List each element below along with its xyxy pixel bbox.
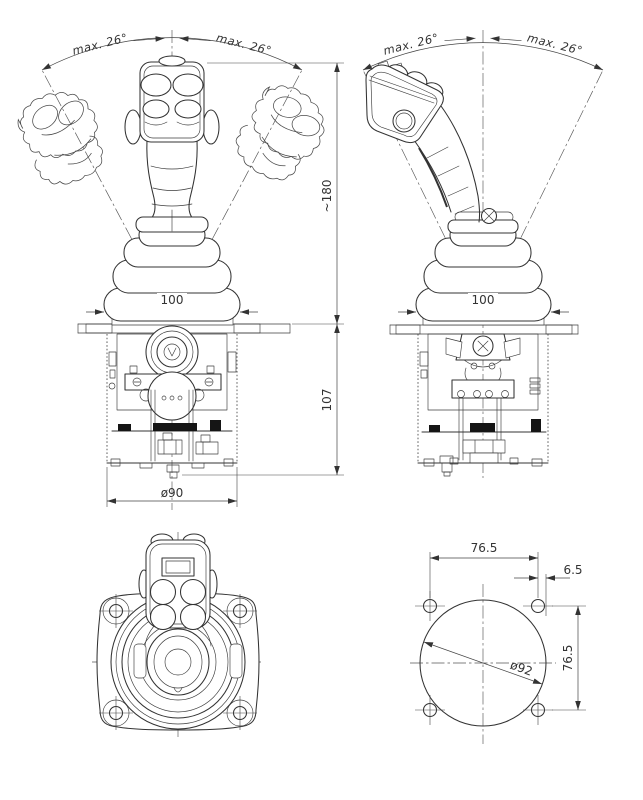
front-dim-tilt-left: max. 26° <box>71 30 129 57</box>
front-button <box>140 73 172 97</box>
front-connector <box>195 441 219 455</box>
side-connector <box>462 439 506 454</box>
dim-edge-offset: 6.5 <box>563 563 582 577</box>
pcb-component <box>531 419 541 432</box>
top-boot <box>146 628 210 696</box>
front-head-notch <box>158 55 186 67</box>
top-flange-holes <box>99 594 257 730</box>
top-button <box>149 603 177 631</box>
front-connector <box>157 439 183 455</box>
side-internal-mechanism <box>417 333 549 477</box>
top-clip-left <box>133 643 147 679</box>
front-dim-tilt-right: max. 26° <box>215 30 273 57</box>
front-dim-height-lower: 107 <box>320 389 334 412</box>
hole-dimensions: 76.5 6.5 76.5 ø92 <box>423 541 586 711</box>
front-internal-mechanism <box>106 325 238 479</box>
side-dim-bellows: 100 <box>472 293 495 307</box>
front-grip-stem <box>146 139 198 220</box>
front-dim-body-diameter: ø90 <box>161 486 184 500</box>
top-grip-head <box>138 533 218 647</box>
front-ghost-grip-right <box>226 74 338 193</box>
side-stud <box>439 455 454 464</box>
top-button <box>179 603 207 631</box>
front-panel-hatch-left <box>85 323 113 334</box>
side-dim-tilt-right: max. 26° <box>526 30 584 57</box>
cutout-diameter-leader <box>423 641 543 685</box>
front-stud <box>166 464 180 473</box>
front-gimbal <box>145 325 199 379</box>
top-rect-button <box>161 557 195 577</box>
front-grip-handle <box>124 55 220 233</box>
side-panel-hatch-right <box>545 324 573 335</box>
front-dim-height-upper: ~180 <box>320 180 334 213</box>
side-tilt-arc <box>362 42 604 71</box>
front-button <box>174 99 202 119</box>
top-view <box>92 532 264 737</box>
front-rocker-right <box>202 109 220 145</box>
side-dim-tilt-left: max. 26° <box>382 30 440 57</box>
top-button <box>149 578 177 606</box>
pcb-component <box>153 423 197 431</box>
front-ghost-grip-left <box>7 78 119 196</box>
front-button <box>172 73 204 97</box>
dim-cutout-diameter: ø92 <box>508 658 534 679</box>
dim-hole-spacing-horizontal: 76.5 <box>471 541 498 555</box>
side-view: max. 26° max. 26° 100 <box>362 30 604 478</box>
side-grip-handle <box>365 60 519 234</box>
panel-holes <box>415 591 553 725</box>
pcb-component <box>210 420 221 431</box>
front-tilt-arc <box>41 37 303 71</box>
top-button <box>179 578 207 606</box>
front-dim-bellows: 100 <box>161 293 184 307</box>
panel-cutout-circle <box>419 599 547 727</box>
side-bracket <box>451 379 515 399</box>
pcb-component <box>118 424 131 431</box>
pcb-component <box>429 425 440 432</box>
top-clip-right <box>229 643 243 679</box>
pcb-component <box>470 423 495 432</box>
dim-hole-spacing-vertical: 76.5 <box>561 645 575 672</box>
hole-pattern-view: 76.5 6.5 76.5 ø92 <box>410 541 586 744</box>
front-rocker-left <box>124 109 142 145</box>
side-grip-base <box>447 219 519 234</box>
front-view: max. 26° max. 26° ~180 107 100 ø90 <box>7 30 344 510</box>
front-panel-hatch-right <box>233 323 261 334</box>
side-panel-hatch-left <box>395 324 421 335</box>
front-button <box>142 99 170 119</box>
